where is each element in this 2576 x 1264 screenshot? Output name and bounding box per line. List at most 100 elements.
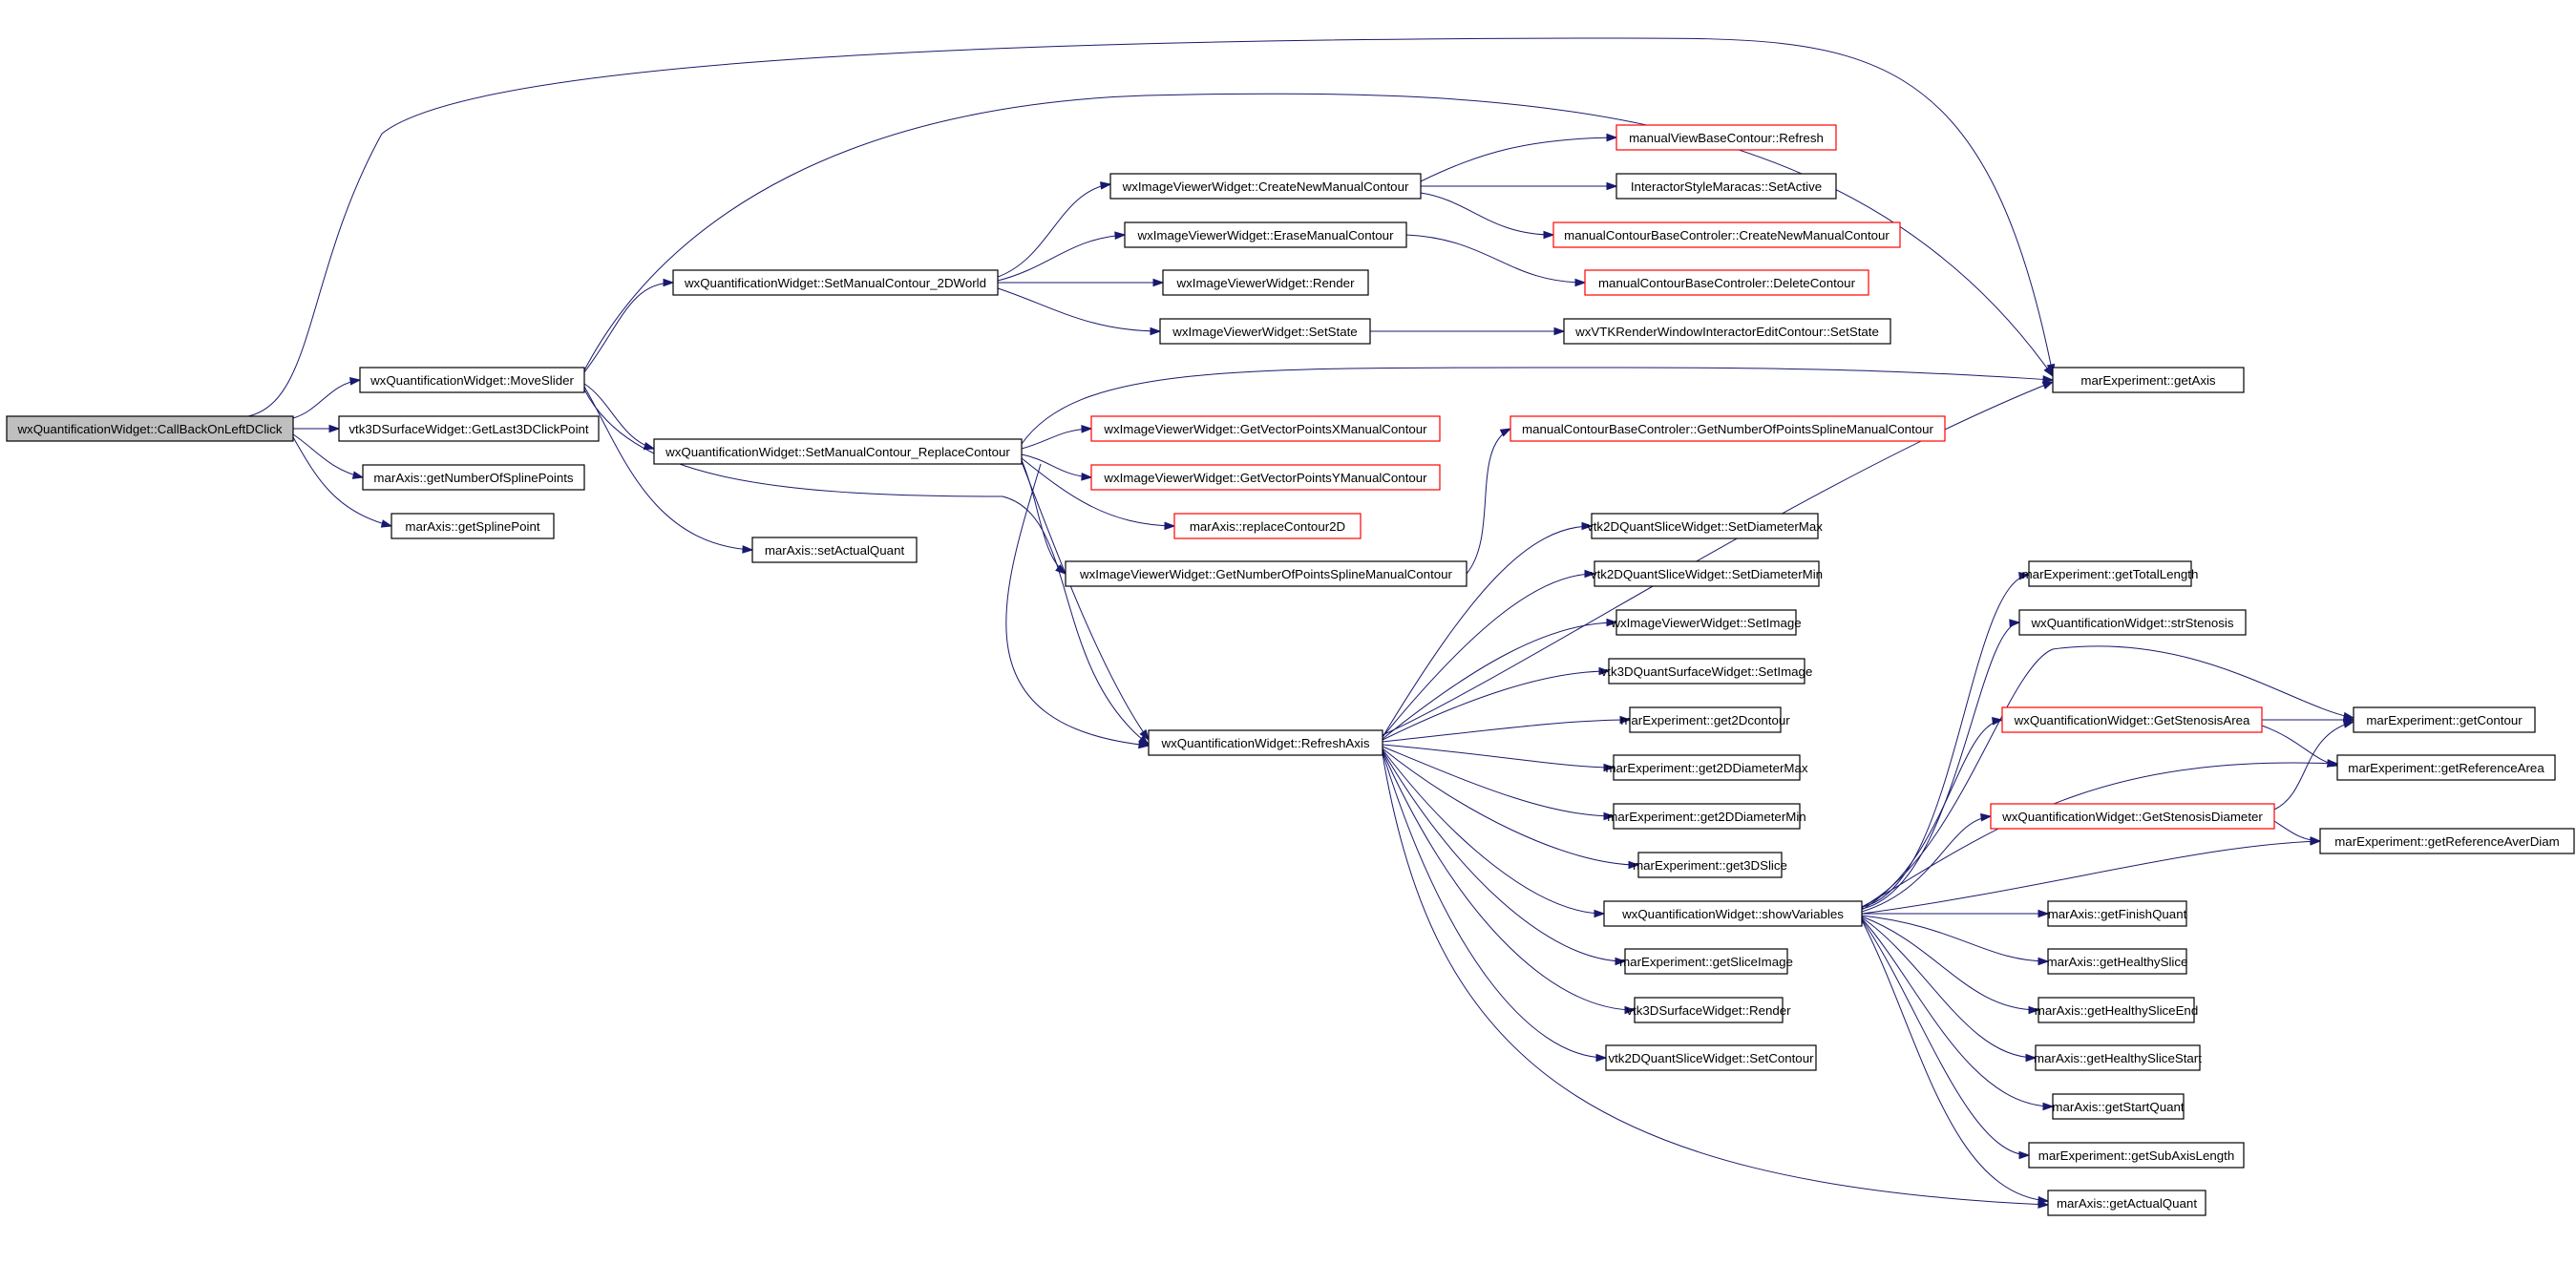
node-getLast3D[interactable]: vtk3DSurfaceWidget::GetLast3DClickPoint bbox=[338, 415, 600, 442]
arrowhead-icon bbox=[1992, 717, 2004, 726]
node-mcbCreateNew[interactable]: manualContourBaseControler::CreateNewMan… bbox=[1552, 221, 1901, 248]
node-get3DSlice[interactable]: marExperiment::get3DSlice bbox=[1633, 852, 1787, 878]
call-edge-showVariables-to-getRefArea bbox=[1861, 759, 2339, 909]
call-edge-showVariables-to-getHealthySlice bbox=[1861, 915, 2050, 966]
node-getVecX[interactable]: wxImageViewerWidget::GetVectorPointsXMan… bbox=[1090, 415, 1441, 442]
node-getAxis[interactable]: marExperiment::getAxis bbox=[2052, 367, 2245, 393]
node-isSetActive[interactable]: InteractorStyleMaracas::SetActive bbox=[1615, 173, 1837, 200]
node-setManual2D[interactable]: wxQuantificationWidget::SetManualContour… bbox=[672, 269, 999, 296]
node-get2DDiamMin[interactable]: marExperiment::get2DDiameterMin bbox=[1607, 803, 1806, 830]
node-getTotalLength[interactable]: marExperiment::getTotalLength bbox=[2022, 560, 2199, 587]
node-replaceContour2D[interactable]: marAxis::replaceContour2D bbox=[1173, 513, 1362, 539]
node-vtkSetState[interactable]: wxVTKRenderWindowInteractorEditContour::… bbox=[1563, 318, 1891, 345]
arrowhead-icon bbox=[349, 377, 362, 386]
node-setManualReplace[interactable]: wxQuantificationWidget::SetManualContour… bbox=[653, 438, 1023, 465]
node-label: marExperiment::get2DDiameterMin bbox=[1607, 810, 1805, 824]
node-strStenosis[interactable]: wxQuantificationWidget::strStenosis bbox=[2018, 609, 2247, 636]
node-mvbRefresh[interactable]: manualViewBaseContour::Refresh bbox=[1615, 124, 1837, 151]
call-edge-refreshAxis-to-get2DDiamMin bbox=[1382, 746, 1615, 821]
call-edge-refreshAxis-to-v3dSetImage bbox=[1382, 666, 1611, 741]
arrowhead-icon bbox=[1152, 278, 1165, 287]
node-getSubAxisLength[interactable]: marExperiment::getSubAxisLength bbox=[2028, 1142, 2245, 1169]
arrowhead-icon bbox=[1628, 860, 1640, 870]
node-getStenosisDiam[interactable]: wxQuantificationWidget::GetStenosisDiame… bbox=[1990, 803, 2275, 830]
node-ivGetNumSpline[interactable]: wxImageViewerWidget::GetNumberOfPointsSp… bbox=[1065, 560, 1467, 587]
node-setContour[interactable]: vtk2DQuantSliceWidget::SetContour bbox=[1605, 1044, 1817, 1071]
edge-line bbox=[1021, 453, 1092, 478]
node-box bbox=[2052, 1093, 2185, 1120]
node-get2Dcontour[interactable]: marExperiment::get2Dcontour bbox=[1620, 706, 1790, 733]
node-setDiamMax[interactable]: vtk2DQuantSliceWidget::SetDiameterMax bbox=[1587, 513, 1823, 539]
node-getHealthySliceEnd[interactable]: marAxis::getHealthySliceEnd bbox=[2035, 997, 2198, 1023]
node-box bbox=[2047, 948, 2187, 975]
node-eraseManual[interactable]: wxImageViewerWidget::EraseManualContour bbox=[1124, 221, 1407, 248]
node-label: manualContourBaseControler::CreateNewMan… bbox=[1564, 228, 1890, 242]
call-edge-refreshAxis-to-setDiamMax bbox=[1382, 521, 1594, 738]
node-getHealthySliceStart[interactable]: marAxis::getHealthySliceStart bbox=[2034, 1044, 2202, 1071]
edge-line bbox=[1382, 746, 1615, 817]
edge-line bbox=[1005, 463, 1150, 747]
node-label: marExperiment::get2DDiameterMax bbox=[1605, 761, 1807, 775]
edge-line bbox=[1382, 719, 1631, 743]
arrowhead-icon bbox=[1081, 473, 1093, 481]
arrowhead-icon bbox=[2038, 1195, 2050, 1205]
node-label: vtk3DQuantSurfaceWidget::SetImage bbox=[1601, 664, 1813, 679]
edge-line bbox=[1021, 367, 2054, 445]
node-label: marExperiment::get3DSlice bbox=[1633, 858, 1787, 873]
node-label: marExperiment::getSubAxisLength bbox=[2038, 1148, 2234, 1163]
node-getContour[interactable]: marExperiment::getContour bbox=[2353, 706, 2536, 733]
node-mcbDelete[interactable]: manualContourBaseControler::DeleteContou… bbox=[1584, 269, 1869, 296]
node-label: vtk3DSurfaceWidget::GetLast3DClickPoint bbox=[348, 422, 589, 436]
edge-line bbox=[1861, 621, 2020, 910]
node-getSplinePoint[interactable]: marAxis::getSplinePoint bbox=[391, 513, 555, 539]
edge-line bbox=[292, 379, 361, 419]
node-label: marExperiment::getReferenceAverDiam bbox=[2334, 834, 2560, 849]
node-moveSlider[interactable]: wxQuantificationWidget::MoveSlider bbox=[359, 367, 585, 393]
call-edge-refreshAxis-to-getSliceImage bbox=[1382, 749, 1627, 966]
call-edge-moveSlider-to-getAxis bbox=[583, 93, 2054, 378]
node-label: marAxis::replaceContour2D bbox=[1190, 519, 1345, 534]
node-getHealthySlice[interactable]: marAxis::getHealthySlice bbox=[2047, 948, 2188, 975]
node-label: manualContourBaseControler::GetNumberOfP… bbox=[1522, 422, 1933, 436]
node-getRefAverDiam[interactable]: marExperiment::getReferenceAverDiam bbox=[2319, 828, 2575, 854]
node-getNumSpline[interactable]: marAxis::getNumberOfSplinePoints bbox=[362, 464, 585, 491]
node-label: marAxis::getHealthySliceStart bbox=[2034, 1051, 2202, 1065]
edge-line bbox=[1382, 621, 1617, 740]
node-get2DDiamMax[interactable]: marExperiment::get2DDiameterMax bbox=[1605, 754, 1808, 781]
node-ivRender[interactable]: wxImageViewerWidget::Render bbox=[1162, 269, 1369, 296]
call-edge-getStenosisArea-to-getContour bbox=[2262, 715, 2355, 725]
node-label: wxImageViewerWidget::SetImage bbox=[1610, 616, 1801, 630]
node-label: marExperiment::getTotalLength bbox=[2022, 567, 2199, 581]
node-ivSetState[interactable]: wxImageViewerWidget::SetState bbox=[1159, 318, 1371, 345]
call-edge-createNewManual-to-mvbRefresh bbox=[1420, 133, 1618, 182]
node-getSliceImage[interactable]: marExperiment::getSliceImage bbox=[1619, 948, 1793, 975]
node-v3dRender[interactable]: vtk3DSurfaceWidget::Render bbox=[1626, 997, 1791, 1023]
arrowhead-icon bbox=[2310, 836, 2322, 845]
node-getStenosisArea[interactable]: wxQuantificationWidget::GetStenosisArea bbox=[2001, 706, 2263, 733]
edge-line bbox=[1382, 525, 1593, 738]
call-edge-getStenosisDiam-to-getContour bbox=[2273, 720, 2355, 811]
node-box bbox=[2047, 900, 2187, 927]
node-createNewManual[interactable]: wxImageViewerWidget::CreateNewManualCont… bbox=[1109, 173, 1422, 200]
node-v3dSetImage[interactable]: vtk3DQuantSurfaceWidget::SetImage bbox=[1601, 658, 1813, 685]
node-setDiamMin[interactable]: vtk2DQuantSliceWidget::SetDiameterMin bbox=[1591, 560, 1823, 587]
call-edge-setManual2D-to-eraseManual bbox=[997, 231, 1127, 282]
arrowhead-icon bbox=[2018, 572, 2031, 580]
node-setActualQuant[interactable]: marAxis::setActualQuant bbox=[751, 537, 918, 563]
edge-line bbox=[1861, 916, 2039, 1011]
node-getActualQuant[interactable]: marAxis::getActualQuant bbox=[2047, 1190, 2206, 1216]
call-edge-setManual2D-to-createNewManual bbox=[997, 181, 1112, 278]
node-box bbox=[1065, 560, 1467, 587]
node-getFinishQuant[interactable]: marAxis::getFinishQuant bbox=[2047, 900, 2187, 927]
node-refreshAxis[interactable]: wxQuantificationWidget::RefreshAxis bbox=[1148, 729, 1383, 756]
node-mcbGetNumSpline[interactable]: manualContourBaseControler::GetNumberOfP… bbox=[1510, 415, 1946, 442]
node-getRefArea[interactable]: marExperiment::getReferenceArea bbox=[2336, 754, 2556, 781]
node-getVecY[interactable]: wxImageViewerWidget::GetVectorPointsYMan… bbox=[1090, 464, 1441, 491]
arrowhead-icon bbox=[2018, 1150, 2031, 1160]
node-getStartQuant[interactable]: marAxis::getStartQuant bbox=[2052, 1093, 2185, 1120]
node-showVariables[interactable]: wxQuantificationWidget::showVariables bbox=[1603, 900, 1863, 927]
node-ivSetImage[interactable]: wxImageViewerWidget::SetImage bbox=[1610, 609, 1802, 636]
call-edge-moveSlider-to-setManual2D bbox=[583, 278, 675, 373]
node-box bbox=[1615, 173, 1837, 200]
node-box bbox=[2047, 1190, 2206, 1216]
